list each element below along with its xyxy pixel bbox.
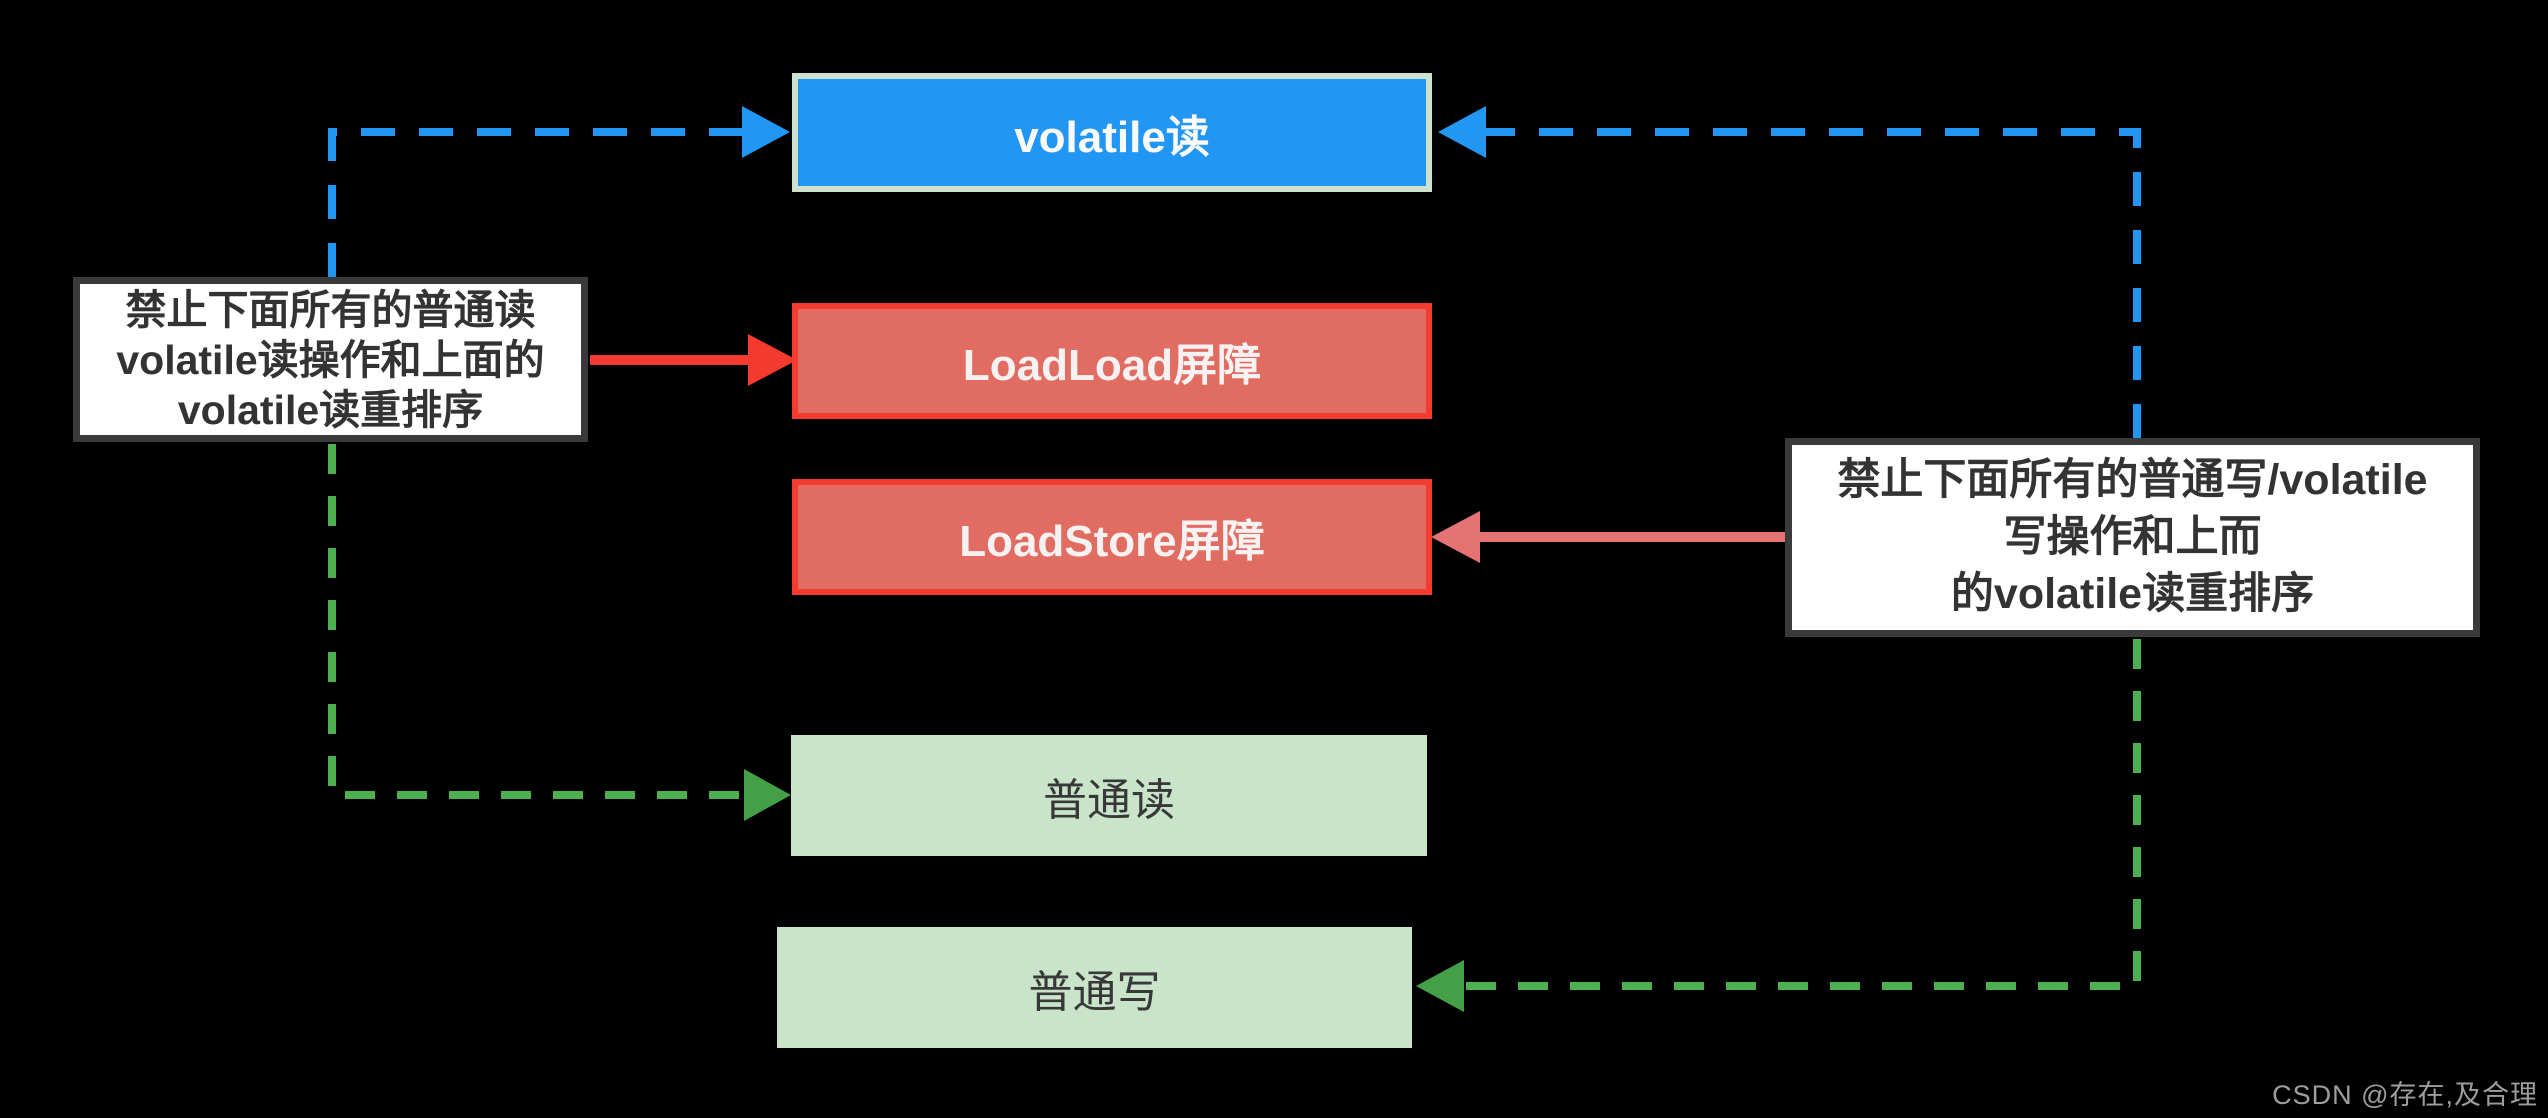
- annotation-line: volatile读重排序: [177, 386, 484, 433]
- annotation-line: 禁止下面所有的普通写/volatile: [1837, 456, 2428, 504]
- arrowhead-right-icon: [748, 334, 797, 386]
- node-loadstore-barrier: LoadStore屏障: [792, 479, 1432, 595]
- arrowhead-left-icon: [1438, 106, 1486, 158]
- csdn-watermark: CSDN @存在,及合理: [2272, 1080, 2538, 1110]
- node-volatile-read: volatile读: [792, 73, 1432, 192]
- node-normal-read-label: 普通读: [1043, 775, 1175, 825]
- arrowhead-right-icon: [742, 106, 790, 158]
- node-normal-write-label: 普通写: [1028, 967, 1161, 1017]
- arrow-blue-left-to-volatile-read: [328, 106, 790, 277]
- annotation-line: 写操作和上而: [2003, 513, 2262, 561]
- arrow-green-right-to-normal-write: [1416, 639, 2141, 1012]
- node-volatile-read-label: volatile读: [1014, 112, 1210, 162]
- arrowhead-left-icon: [1431, 511, 1480, 563]
- node-loadload-barrier: LoadLoad屏障: [792, 303, 1432, 419]
- annotation-right-volatile-write-rule: 禁止下面所有的普通写/volatile 写操作和上而 的volatile读重排序: [1785, 438, 2480, 637]
- node-normal-write: 普通写: [777, 927, 1412, 1048]
- arrow-red-to-loadload: [590, 334, 797, 386]
- arrowhead-right-icon: [744, 769, 791, 821]
- arrow-pink-to-loadstore: [1431, 511, 1808, 563]
- arrow-green-left-to-normal-read: [328, 444, 791, 821]
- node-normal-read: 普通读: [791, 735, 1427, 856]
- annotation-left-volatile-read-rule: 禁止下面所有的普通读 volatile读操作和上面的 volatile读重排序: [73, 277, 588, 442]
- node-loadstore-barrier-label: LoadStore屏障: [959, 517, 1265, 566]
- arrow-blue-right-to-volatile-read: [1438, 106, 2141, 438]
- annotation-line: 禁止下面所有的普通读: [125, 286, 536, 333]
- annotation-line: volatile读操作和上面的: [116, 336, 545, 383]
- node-loadload-barrier-label: LoadLoad屏障: [962, 341, 1262, 390]
- annotation-line: 的volatile读重排序: [1950, 570, 2315, 618]
- arrowhead-left-icon: [1416, 960, 1464, 1012]
